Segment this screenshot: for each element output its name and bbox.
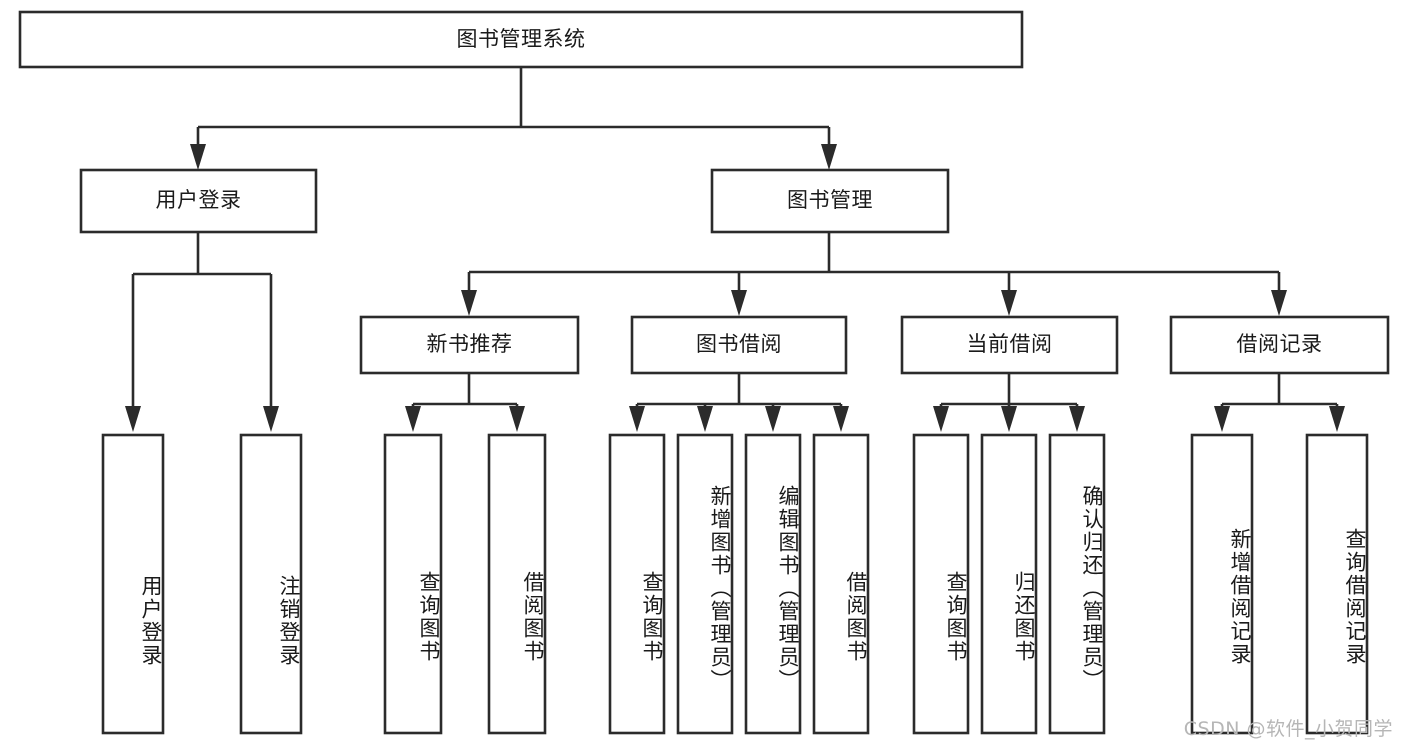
arrow-head-bb-query — [629, 406, 645, 432]
node-box-borrow-record[interactable] — [1169, 315, 1390, 375]
arrow-head-new-book-recommend — [461, 290, 477, 316]
arrow-head-cb-query — [933, 406, 949, 432]
arrow-head-bb-add — [697, 406, 713, 432]
arrow-head-borrow-record — [1271, 290, 1287, 316]
arrow-head-nbr-query — [405, 406, 421, 432]
node-box-leaf-user-login[interactable] — [101, 433, 165, 735]
arrow-head-book-manage — [821, 144, 837, 170]
node-box-leaf-borrow-add-book[interactable] — [676, 433, 734, 735]
node-box-leaf-borrow-borrow-book[interactable] — [812, 433, 870, 735]
arrow-head-br-add — [1214, 406, 1230, 432]
arrow-head-leaf-user-login — [125, 406, 141, 432]
node-box-root[interactable] — [18, 10, 1024, 69]
node-box-leaf-cur-return-book[interactable] — [980, 433, 1038, 735]
node-box-leaf-borrow-query-book[interactable] — [608, 433, 666, 735]
connector-user-login-to-leaves — [125, 232, 279, 432]
arrow-head-br-query — [1329, 406, 1345, 432]
node-box-book-manage[interactable] — [710, 168, 950, 234]
arrow-head-cb-return — [1001, 406, 1017, 432]
node-box-leaf-rec-add-record[interactable] — [1190, 433, 1254, 735]
node-box-leaf-borrow-edit-book[interactable] — [744, 433, 802, 735]
node-box-leaf-cur-query-book[interactable] — [912, 433, 970, 735]
connector-new-book-recommend-to-leaves — [405, 373, 525, 432]
node-box-leaf-cur-confirm-return[interactable] — [1048, 433, 1106, 735]
node-box-leaf-rec-query-record[interactable] — [1305, 433, 1369, 735]
connector-current-borrow-to-leaves — [933, 373, 1085, 432]
connector-book-manage-to-level3 — [461, 232, 1287, 316]
node-box-user-login[interactable] — [79, 168, 318, 234]
node-box-new-book-recommend[interactable] — [359, 315, 580, 375]
csdn-watermark: CSDN @软件_小贺同学 — [1183, 718, 1393, 740]
node-box-leaf-user-logout[interactable] — [239, 433, 303, 735]
connector-book-borrow-to-leaves — [629, 373, 849, 432]
node-box-leaf-rec-borrow-book[interactable] — [487, 433, 547, 735]
node-box-leaf-rec-query-book[interactable] — [383, 433, 443, 735]
arrow-head-nbr-borrow — [509, 406, 525, 432]
node-box-book-borrow[interactable] — [630, 315, 848, 375]
arrow-head-user-login — [190, 144, 206, 170]
connector-borrow-record-to-leaves — [1214, 373, 1345, 432]
node-box-current-borrow[interactable] — [900, 315, 1119, 375]
arrow-head-book-borrow — [731, 290, 747, 316]
connector-root-to-level2 — [190, 67, 837, 170]
arrow-head-current-borrow — [1001, 290, 1017, 316]
arrow-head-bb-borrow — [833, 406, 849, 432]
arrow-head-cb-confirm — [1069, 406, 1085, 432]
arrow-head-leaf-user-logout — [263, 406, 279, 432]
arrow-head-bb-edit — [765, 406, 781, 432]
